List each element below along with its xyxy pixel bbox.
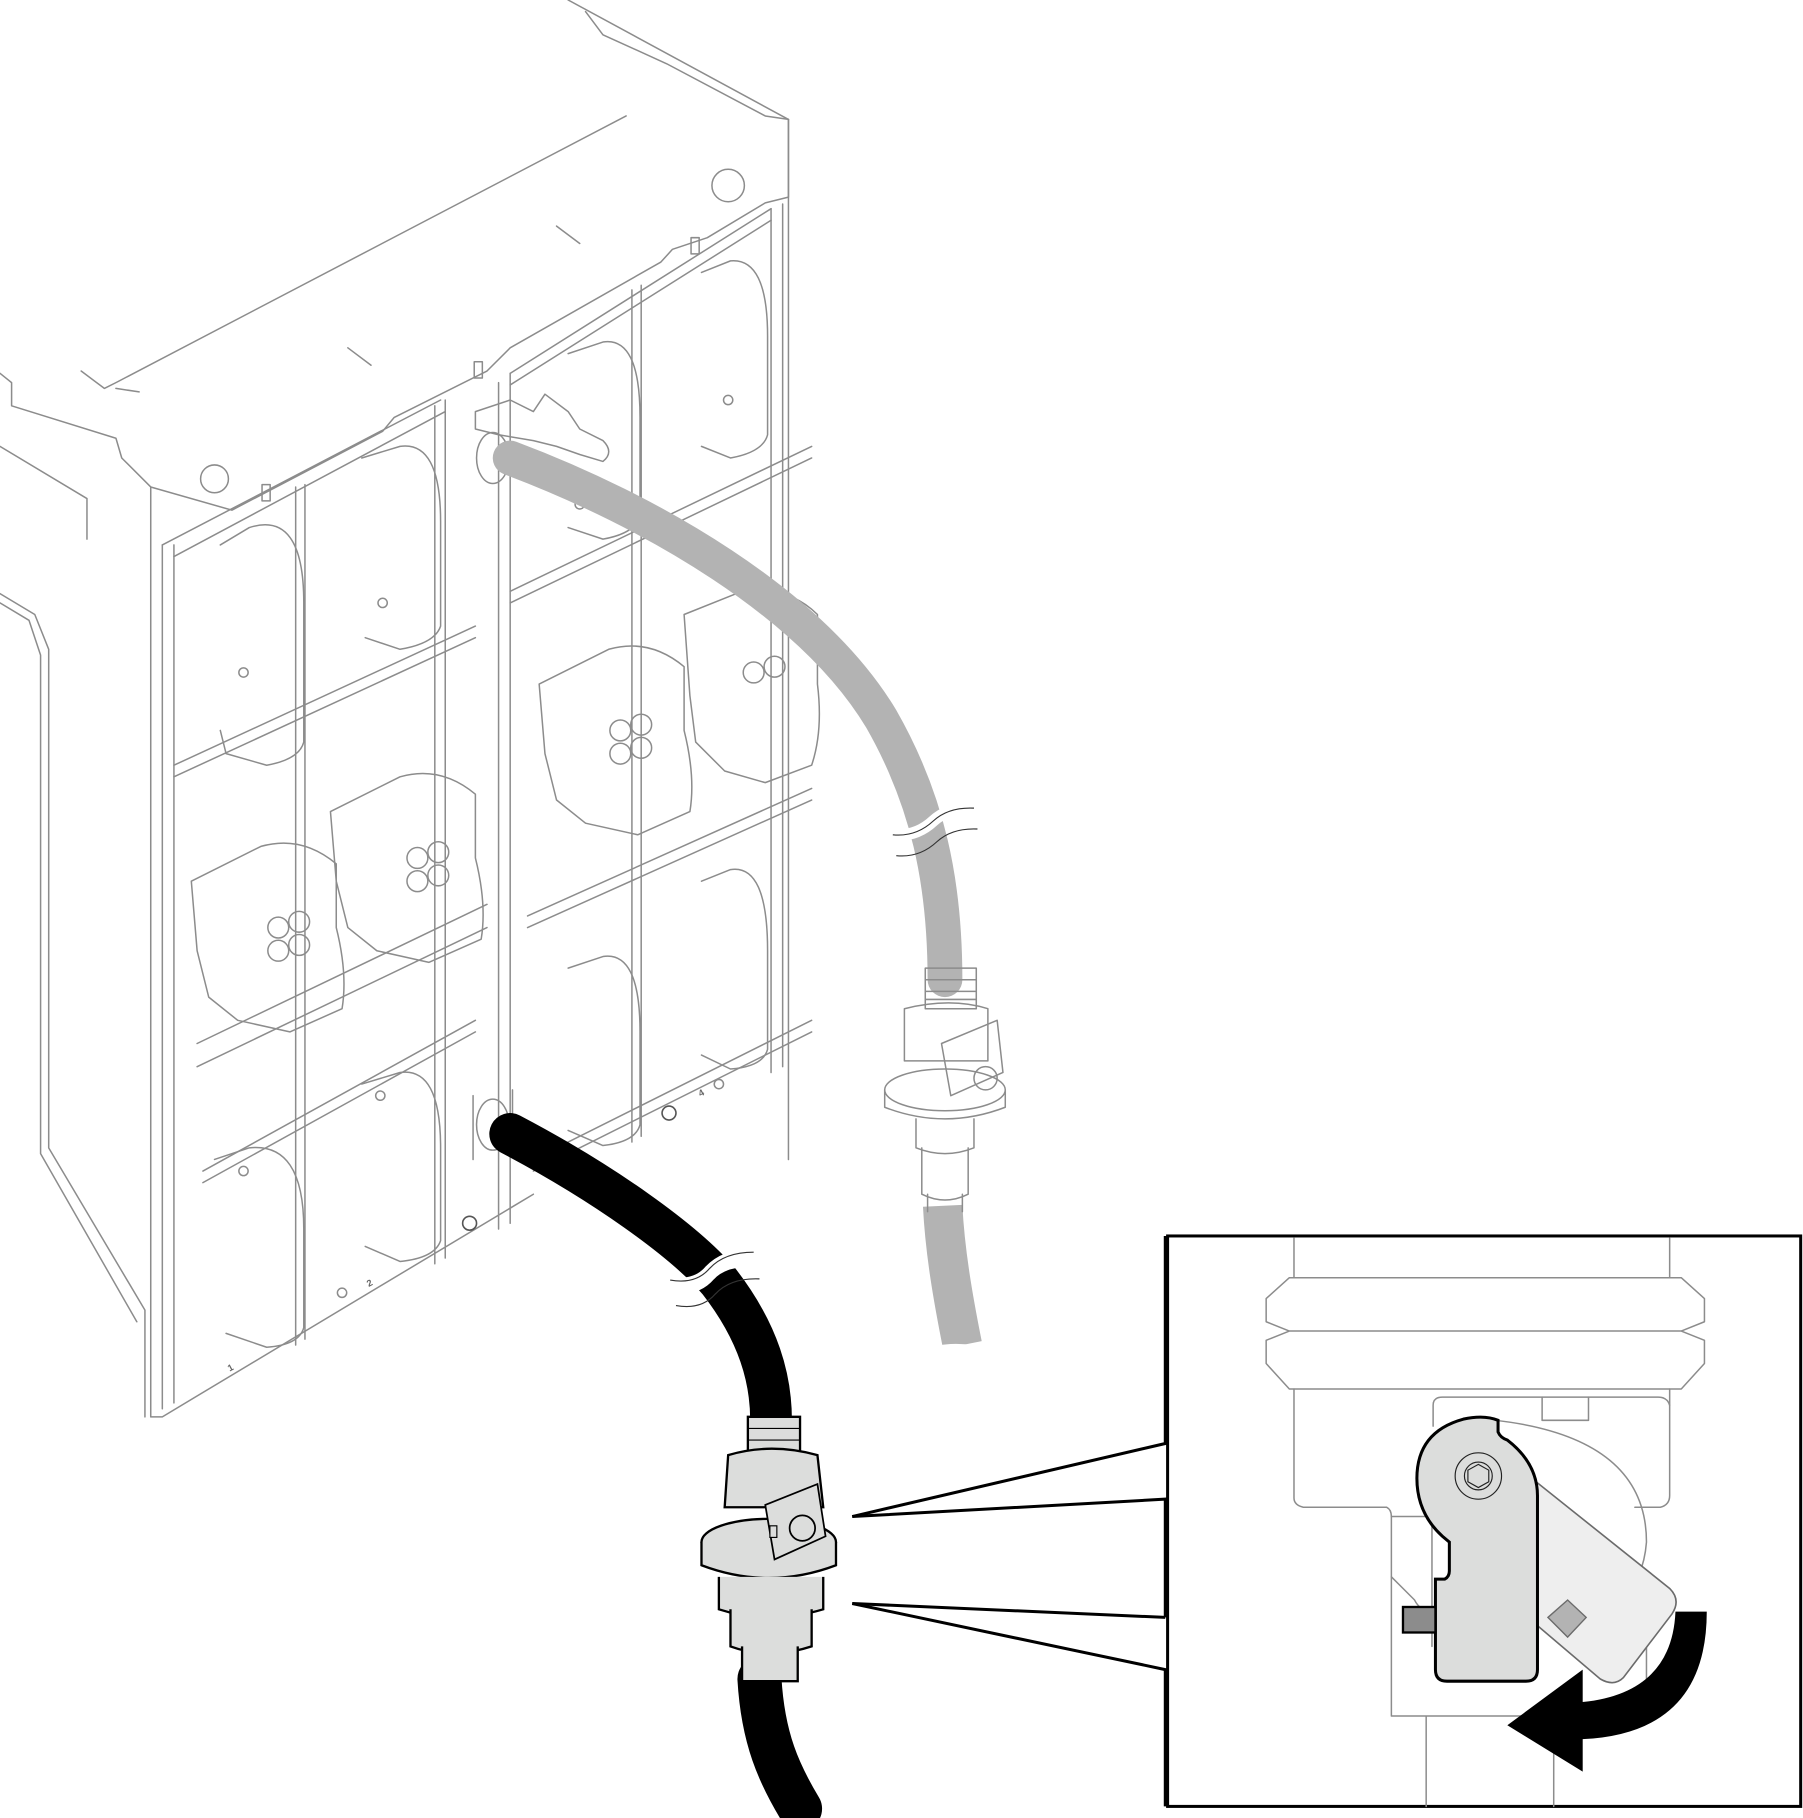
inset-lock-tab — [1401, 1605, 1437, 1634]
outlet-quick-connect — [883, 967, 1007, 1213]
node-handle — [700, 260, 769, 459]
chassis-hole — [711, 168, 746, 203]
cable-connector — [538, 645, 693, 836]
screws — [238, 394, 734, 1299]
chassis-front-edge — [149, 118, 790, 1418]
inlet-hose — [489, 1113, 823, 1818]
inset-ring-upper — [1265, 1276, 1706, 1390]
bay-label-4: 4 — [697, 1087, 707, 1099]
server-chassis — [0, 0, 790, 1418]
bay-label-1: 1 — [226, 1362, 235, 1373]
rotate-counterclockwise-arrow-icon — [1507, 1611, 1707, 1772]
inlet-quick-connect — [700, 1415, 838, 1683]
standoff — [690, 236, 700, 255]
outlet-hose — [492, 440, 993, 1355]
node-handle — [700, 868, 769, 1070]
node-bays: 1 2 4 — [161, 203, 821, 1410]
chassis-top-panel — [0, 0, 790, 511]
cable-connector — [329, 772, 484, 964]
chassis-top-recess — [80, 115, 627, 393]
chassis-top-rail — [584, 10, 790, 121]
node-handle — [567, 955, 641, 1147]
inset-valve-handle — [1501, 1453, 1677, 1684]
cable-connector — [190, 842, 345, 1033]
node-handle — [567, 340, 641, 540]
chassis-hole — [199, 464, 230, 494]
inset-handle-pin — [1546, 1599, 1588, 1639]
standoff — [473, 360, 484, 379]
node-handle — [361, 445, 442, 651]
inset-release-lever — [1415, 1415, 1539, 1683]
chassis-side-panel — [0, 445, 146, 1418]
detail-inset — [1166, 1234, 1803, 1808]
hex-screw-icon — [1467, 1463, 1490, 1489]
node-handle — [213, 1146, 305, 1349]
callout-lines — [851, 1235, 1167, 1807]
bay-label-2: 2 — [365, 1277, 374, 1288]
node-handle — [219, 524, 305, 766]
node-handle — [361, 1071, 442, 1263]
